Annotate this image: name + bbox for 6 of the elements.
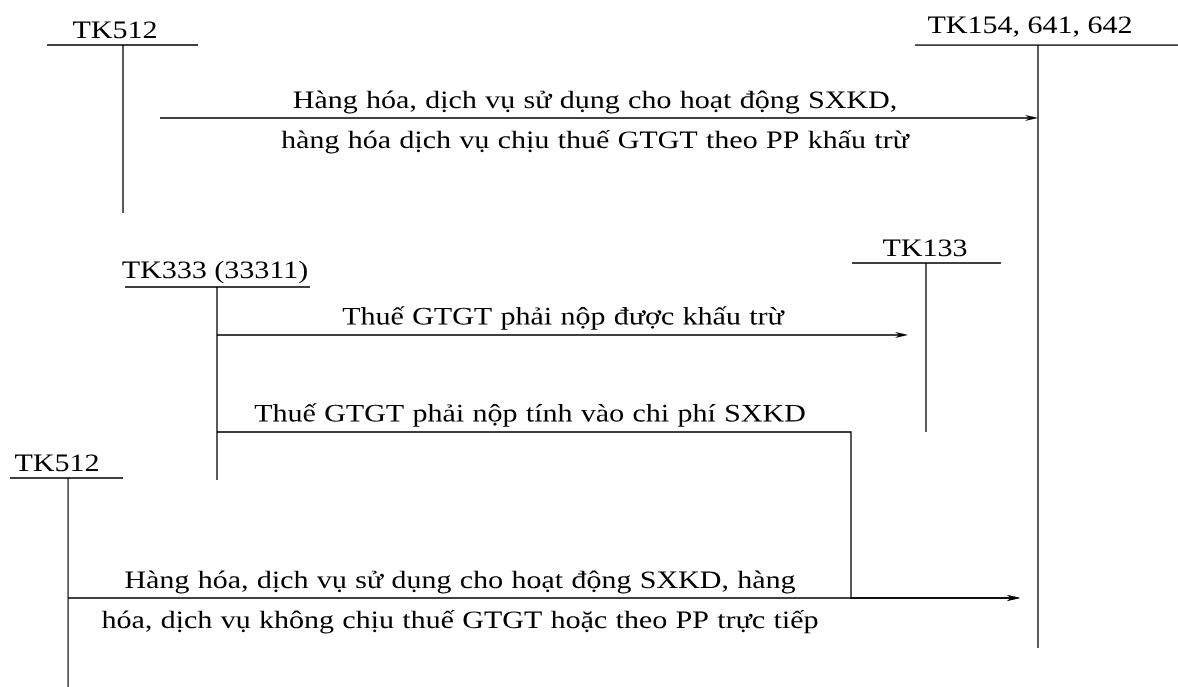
edge-label: Hàng hóa, dịch vụ sử dụng cho hoạt động SXKD, hàng hóa dịch vụ chịu thuế GTGT theo PP khấu trừ <box>281 90 910 154</box>
t-account: TK512 <box>46 21 199 214</box>
edge-label: Thuế GTGT phải nộp được khấu trừ <box>342 306 785 330</box>
edge-label: Hàng hóa, dịch vụ sử dụng cho hoạt động SXKD, hàng hóa, dịch vụ không chịu thuế GTGT hoặc theo PP trực tiếp <box>101 570 818 634</box>
t-account: TK133 <box>851 239 1002 433</box>
edge-label: Thuế GTGT phải nộp tính vào chi phí SXKD <box>254 403 805 427</box>
